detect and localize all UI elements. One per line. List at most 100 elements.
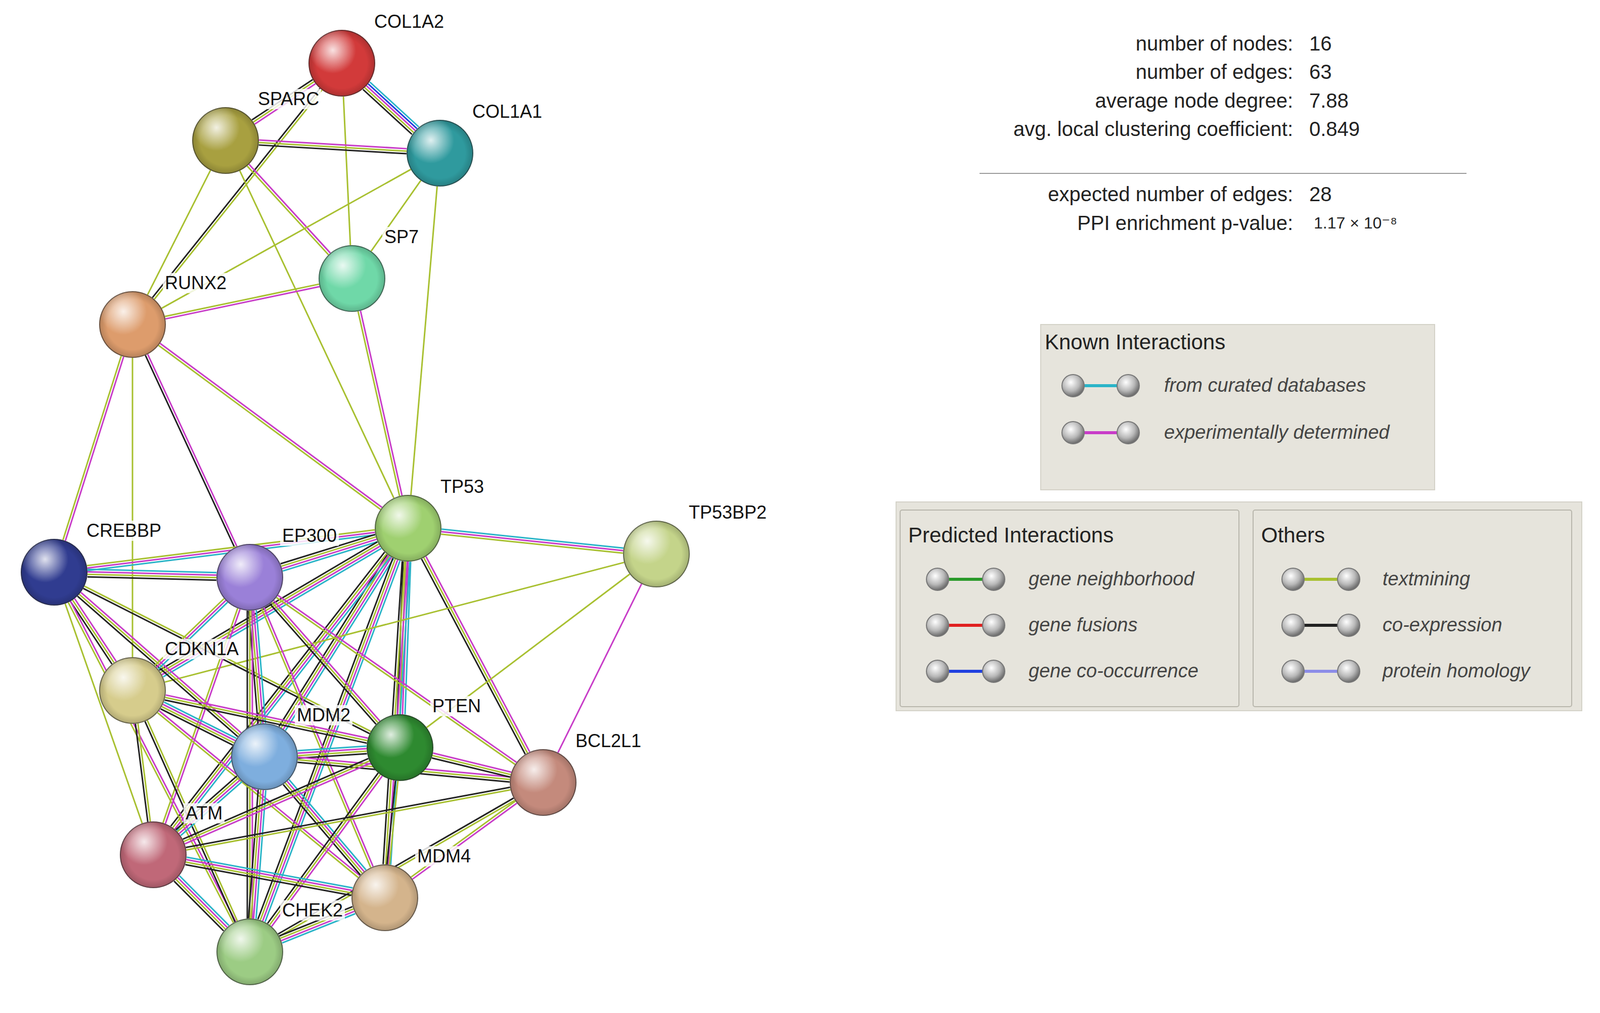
interaction-edge <box>158 343 383 510</box>
interaction-edge <box>386 780 398 865</box>
legend-entry: from curated databases <box>1164 374 1366 398</box>
interaction-edge <box>70 598 116 664</box>
interaction-edge <box>343 96 351 246</box>
legend-heading: Predicted Interactions <box>908 522 1114 549</box>
node-sphere <box>318 245 386 313</box>
node-sphere <box>99 657 166 725</box>
node-sphere <box>119 821 187 889</box>
network-statistic: PPI enrichment p-value: <box>1077 210 1294 236</box>
legend-panel <box>1040 324 1435 491</box>
protein-node: MDM4 <box>351 864 419 932</box>
node-sphere <box>192 107 259 174</box>
legend-entry: gene fusions <box>1028 613 1138 638</box>
node-label: TP53 <box>438 476 486 498</box>
network-statistic: 0.849 <box>1309 116 1360 142</box>
interaction-edge <box>411 801 517 880</box>
protein-node: PTEN <box>366 714 434 782</box>
legend-entry: co-expression <box>1382 613 1503 638</box>
interaction-edge <box>363 81 419 135</box>
interaction-edge <box>371 180 421 252</box>
interaction-edge <box>173 876 230 932</box>
interaction-edge <box>358 310 403 497</box>
node-sphere <box>99 291 166 359</box>
node-sphere <box>366 714 434 782</box>
interaction-edge <box>258 140 408 154</box>
legend-entry: gene co-occurrence <box>1028 659 1199 684</box>
interaction-edge <box>63 356 124 542</box>
interaction-edge <box>135 723 151 823</box>
protein-node: TP53 <box>374 495 442 562</box>
node-label: COL1A1 <box>470 101 545 122</box>
interaction-edge <box>185 857 353 897</box>
protein-node: RUNX2 <box>99 291 166 359</box>
node-label: CREBBP <box>84 520 164 542</box>
node-label: MDM2 <box>294 705 353 726</box>
node-sphere <box>216 544 284 611</box>
protein-node: MDM2 <box>231 723 298 791</box>
node-sphere <box>231 723 298 791</box>
interaction-edge <box>132 358 133 658</box>
interaction-edge <box>431 753 512 778</box>
interaction-edge <box>557 584 642 753</box>
interaction-edge <box>152 88 322 300</box>
legend-entry: protein homology <box>1382 659 1531 684</box>
legend-heading: Known Interactions <box>1044 329 1226 355</box>
interaction-edge <box>278 798 515 937</box>
protein-node: COL1A2 <box>308 29 376 97</box>
node-label: TP53BP2 <box>686 502 769 523</box>
legend-panel <box>900 510 1239 707</box>
node-sphere <box>623 520 690 588</box>
network-statistic: 16 <box>1309 31 1332 56</box>
interaction-edge <box>247 164 331 255</box>
interaction-edge <box>421 556 530 755</box>
protein-node: BCL2L1 <box>509 749 577 817</box>
protein-node: ATM <box>119 821 187 889</box>
protein-node: CDKN1A <box>99 657 166 725</box>
network-statistic: 28 <box>1309 182 1332 207</box>
interaction-edge <box>440 529 624 554</box>
node-label: MDM4 <box>415 846 473 867</box>
network-statistic: 63 <box>1309 59 1332 84</box>
legend-panel <box>1253 510 1572 707</box>
interaction-edge <box>170 552 391 831</box>
node-sphere <box>216 918 284 986</box>
node-label: SP7 <box>382 227 421 248</box>
interaction-edge <box>239 170 394 499</box>
legend-entry: textmining <box>1382 567 1471 592</box>
node-label: PTEN <box>430 696 483 717</box>
interaction-edge <box>426 574 631 728</box>
node-sphere <box>374 495 442 562</box>
interaction-edge <box>297 746 367 759</box>
network-statistic: 7.88 <box>1309 88 1349 113</box>
legend-entry: experimentally determined <box>1164 421 1390 445</box>
protein-node: TP53BP2 <box>623 520 690 588</box>
interaction-edge <box>248 610 266 725</box>
protein-node: CREBBP <box>20 539 88 606</box>
network-statistic: average node degree: <box>1095 88 1294 113</box>
interaction-edge <box>279 554 394 731</box>
interaction-edge <box>83 586 372 735</box>
protein-node: EP300 <box>216 544 284 611</box>
network-statistic: expected number of edges: <box>1047 182 1294 207</box>
protein-node: CHEK2 <box>216 918 284 986</box>
node-label: CDKN1A <box>162 639 241 660</box>
protein-node: SP7 <box>318 245 386 313</box>
divider <box>979 172 1467 174</box>
interaction-edge <box>175 776 243 836</box>
node-sphere <box>20 539 88 606</box>
interaction-edge <box>383 561 411 865</box>
node-label: EP300 <box>280 525 339 547</box>
node-label: SPARC <box>255 89 322 110</box>
node-sphere <box>406 119 474 187</box>
interaction-edge <box>145 354 238 548</box>
node-label: ATM <box>183 803 225 824</box>
node-label: COL1A2 <box>372 11 447 32</box>
network-statistic: number of edges: <box>1135 59 1294 84</box>
interaction-edge <box>159 542 382 678</box>
legend-entry: gene neighborhood <box>1028 567 1195 592</box>
network-statistic: avg. local clustering coefficient: <box>1013 116 1294 142</box>
node-label: RUNX2 <box>162 273 229 294</box>
protein-node: COL1A1 <box>406 119 474 187</box>
node-sphere <box>351 864 419 932</box>
